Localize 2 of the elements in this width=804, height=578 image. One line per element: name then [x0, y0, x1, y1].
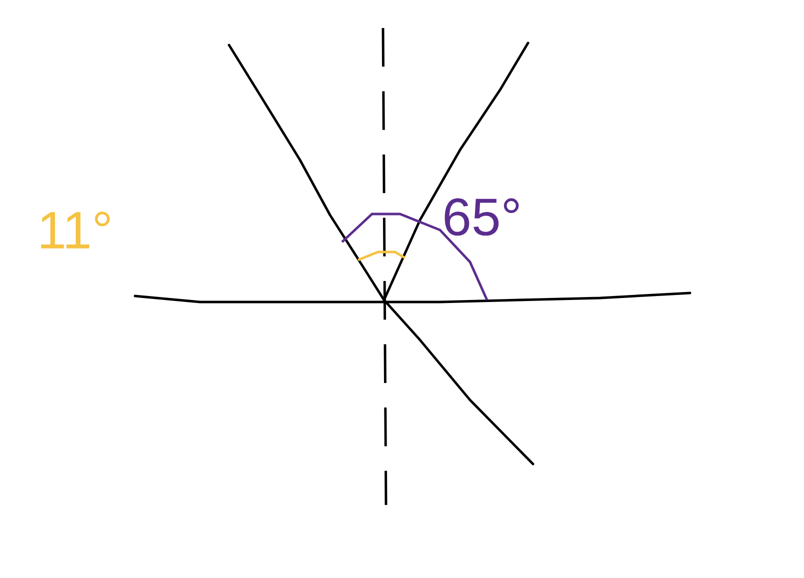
angle-label: 11°	[41, 212, 110, 248]
angle-label: 65°	[444, 198, 519, 236]
